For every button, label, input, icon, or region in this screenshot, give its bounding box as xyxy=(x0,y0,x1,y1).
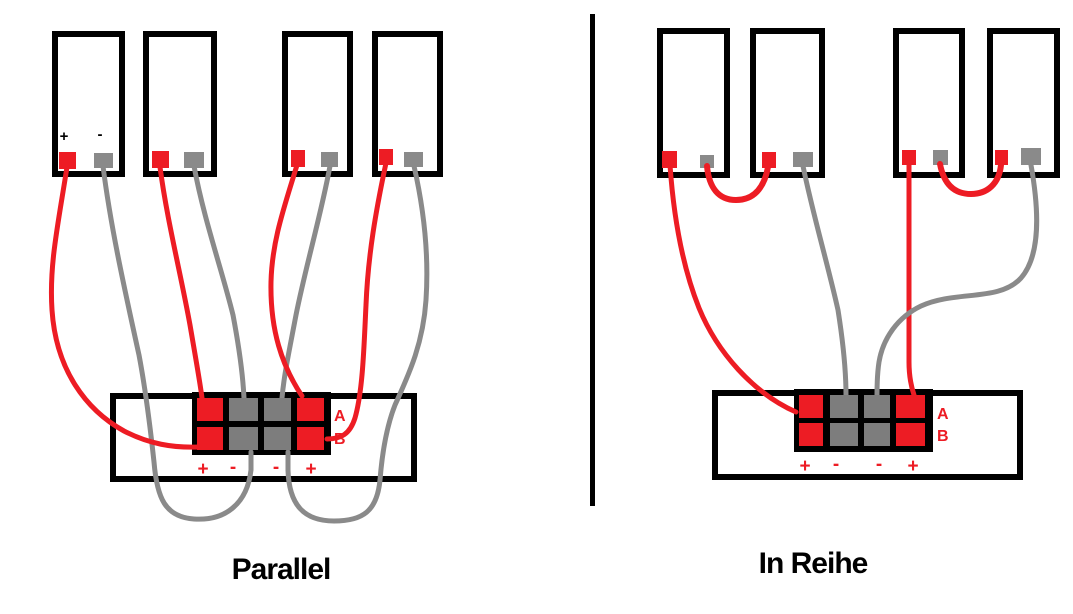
wire-speaker2-negative xyxy=(191,163,247,401)
wire-speaker3-positive xyxy=(268,162,305,399)
series-section: A B + - - + In Reihe xyxy=(657,28,1060,580)
column-label-1: + xyxy=(799,456,810,477)
column-label-4: + xyxy=(305,459,316,480)
caption-parallel: Parallel xyxy=(232,553,331,586)
speaker-1: + - xyxy=(52,31,125,177)
grid-cell-a4-positive xyxy=(297,398,324,421)
wire-speaker6-negative xyxy=(800,163,849,398)
parallel-section: + - xyxy=(48,31,443,586)
speaker-2 xyxy=(143,31,217,177)
grid-cell-a4-positive xyxy=(896,395,925,418)
column-label-1: + xyxy=(197,459,208,480)
grid-cell-b3-negative xyxy=(864,423,890,446)
grid-cell-a2-negative xyxy=(830,395,858,418)
grid-cell-b1-positive xyxy=(197,427,223,450)
wire-speaker2-positive xyxy=(157,164,205,401)
positive-terminal xyxy=(152,151,169,168)
positive-terminal xyxy=(379,149,393,165)
wire-speaker1-positive xyxy=(48,164,202,450)
wire-speaker4-negative-loop xyxy=(285,163,430,524)
grid-cell-b4-positive xyxy=(896,423,925,446)
row-a-label: A xyxy=(334,408,346,425)
speaker-outline xyxy=(372,31,443,177)
grid-cell-a2-negative xyxy=(229,398,258,421)
grid-cell-a1-positive xyxy=(799,395,823,418)
negative-terminal xyxy=(321,152,338,167)
negative-terminal xyxy=(700,155,714,168)
positive-terminal xyxy=(995,150,1008,165)
wire-speaker5-positive xyxy=(667,162,799,415)
positive-terminal xyxy=(662,151,677,168)
row-a-label: A xyxy=(937,406,949,423)
grid-cell-b2-negative xyxy=(229,427,258,450)
jumper-speaker5-negative-to-speaker6-positive xyxy=(704,163,771,203)
wire-speaker7-positive xyxy=(906,160,917,398)
grid-cell-b4-positive xyxy=(297,427,324,450)
amp-terminal-block-left xyxy=(110,392,417,482)
grid-cell-b2-negative xyxy=(830,423,858,446)
row-b-label: B xyxy=(937,428,949,445)
positive-terminal xyxy=(291,150,305,167)
wire-speaker4-positive xyxy=(324,160,389,442)
column-label-4: + xyxy=(907,456,918,477)
column-label-2: - xyxy=(833,454,839,475)
caption-series: In Reihe xyxy=(759,547,868,580)
speaker-outline xyxy=(143,31,217,177)
grid-cell-a1-positive xyxy=(197,398,223,421)
grid-cell-a3-negative xyxy=(264,398,291,421)
column-label-2: - xyxy=(230,457,236,478)
positive-terminal xyxy=(902,150,916,165)
polarity-minus-label: - xyxy=(98,126,103,143)
negative-terminal xyxy=(404,152,423,167)
speaker-7 xyxy=(893,28,965,178)
wire-speaker8-negative xyxy=(874,162,1040,398)
negative-terminal xyxy=(184,152,204,168)
negative-terminal xyxy=(933,150,948,165)
speaker-6 xyxy=(750,28,825,178)
column-label-3: - xyxy=(876,454,882,475)
negative-terminal xyxy=(1021,148,1041,165)
grid-cell-b3-negative xyxy=(264,427,291,450)
positive-terminal xyxy=(59,152,76,169)
speaker-outline xyxy=(52,31,125,177)
row-b-label: B xyxy=(334,431,346,448)
speaker-4 xyxy=(372,31,443,177)
column-label-3: - xyxy=(273,457,279,478)
wire-speaker1-negative-loop xyxy=(100,163,254,522)
negative-terminal xyxy=(94,153,113,168)
terminal-grid-left xyxy=(197,398,324,450)
grid-cell-a3-negative xyxy=(864,395,890,418)
positive-terminal xyxy=(762,152,776,168)
polarity-plus-label: + xyxy=(60,128,69,145)
negative-terminal xyxy=(793,152,813,167)
jumper-speaker7-negative-to-speaker8-positive xyxy=(937,161,1004,197)
wire-speaker3-negative xyxy=(279,163,333,401)
grid-cell-b1-positive xyxy=(799,423,823,446)
divider-line xyxy=(590,14,595,506)
speaker-3 xyxy=(282,31,353,177)
speaker-outline xyxy=(750,28,825,178)
terminal-grid-right xyxy=(799,395,925,446)
speaker-8 xyxy=(987,28,1060,178)
speaker-5 xyxy=(657,28,730,178)
